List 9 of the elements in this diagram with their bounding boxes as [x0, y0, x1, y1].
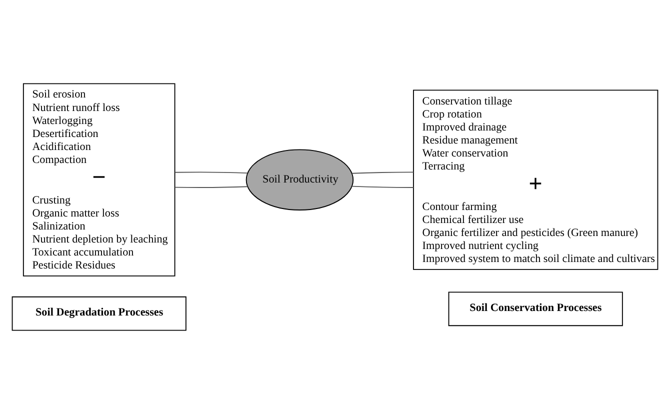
connector [352, 185, 414, 188]
node-ellipse: Soil Productivity [246, 148, 354, 210]
connector [352, 171, 414, 174]
node-box: Soil Degradation Processes [12, 296, 186, 330]
connector [174, 171, 248, 173]
node-box: Soil erosion Nutrient runoff loss Waterlogging Desertification Acidification Compaction − Crusting Organic matter loss Salinization Nutrient depletion by leaching Toxicant accumulation Pesticide Residues [22, 82, 176, 276]
node-box: Conservation tillage Crop rotation Improved drainage Residue management Water conservation Terracing + Contour farming Chemical fertilizer use Organic fertilizer and pesticides (Green manure) Improved nutrient cycling Improved system to match soil climate and cultivars [413, 89, 658, 270]
node-box: Soil Conservation Processes [448, 291, 623, 326]
connector [174, 186, 248, 188]
